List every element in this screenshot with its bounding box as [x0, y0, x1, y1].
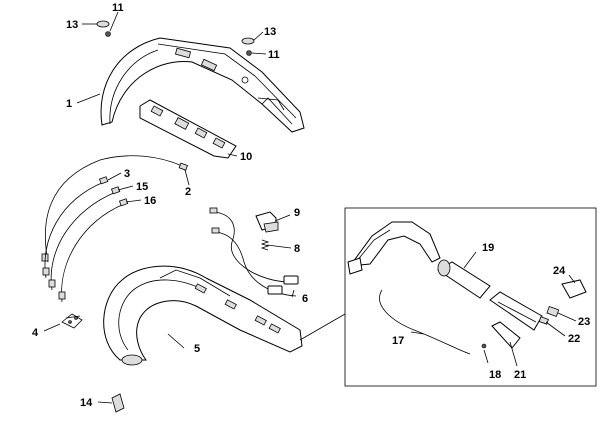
callout-18: 18 — [489, 369, 501, 381]
inset-detail-box — [299, 207, 597, 387]
callout-5: 5 — [194, 343, 200, 355]
part-9-switch-button — [255, 211, 279, 233]
callout-3: 3 — [124, 168, 130, 180]
leader-lines — [43, 11, 577, 404]
callout-17: 17 — [392, 335, 404, 347]
callouts: 1 13 11 13 11 10 2 3 15 16 9 8 6 5 4 14 … — [32, 2, 590, 409]
callout-10: 10 — [240, 151, 252, 163]
callout-11-left: 11 — [112, 2, 124, 14]
callout-14: 14 — [80, 397, 93, 409]
callout-6: 6 — [302, 293, 308, 305]
callout-15: 15 — [136, 181, 148, 193]
callout-16: 16 — [144, 195, 156, 207]
part-15-wire — [48, 186, 121, 291]
callout-23: 23 — [578, 316, 590, 328]
callout-4: 4 — [32, 327, 39, 339]
part-11-screw-left — [105, 31, 111, 37]
part-8-spring — [260, 239, 270, 251]
callout-11-right: 11 — [268, 49, 280, 61]
callout-24: 24 — [553, 265, 566, 277]
callout-1: 1 — [66, 98, 72, 110]
callout-13-right: 13 — [264, 26, 276, 38]
callout-8: 8 — [294, 243, 300, 255]
part-1-handle-upper-shell — [100, 37, 305, 133]
part-16-wire — [58, 198, 129, 303]
callout-19: 19 — [482, 242, 494, 254]
part-11-screw-right — [246, 50, 252, 56]
part-4-cable-ties — [61, 313, 83, 329]
part-10-circuit-board — [139, 99, 237, 159]
part-3-wire — [42, 176, 109, 279]
part-13-screw-cap-right — [241, 37, 255, 45]
callout-2: 2 — [185, 186, 191, 198]
part-5-handle-lower-shell — [103, 265, 303, 366]
part-13-screw-cap-left — [96, 20, 110, 28]
callout-13-left: 13 — [66, 19, 78, 31]
part-6-wire-harness — [209, 207, 299, 297]
callout-21: 21 — [514, 369, 526, 381]
callout-9: 9 — [294, 207, 300, 219]
part-14-end-plug — [111, 393, 125, 413]
callout-22: 22 — [568, 333, 580, 345]
